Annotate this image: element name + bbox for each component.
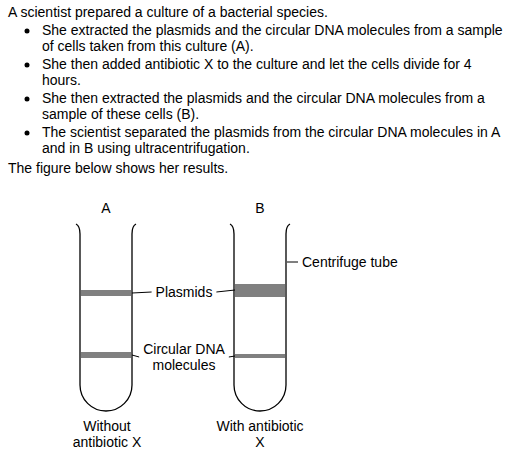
bullet-dot [25,63,30,68]
condition-label: Without antibiotic X [62,418,152,450]
tube-a [76,224,136,411]
condition-label: With antibiotic X [214,418,306,450]
bullet-dot [25,131,30,136]
leader-line [229,356,235,357]
band-label: Circular DNA molecules [140,341,228,373]
tube-letter: B [240,200,280,216]
leader-line [287,262,298,263]
leader-line [216,290,235,292]
plasmid-band [81,290,131,296]
leader-line [132,355,139,357]
bullet-text: She then extracted the plasmids and the … [42,90,510,122]
centrifuge-tube [76,224,136,411]
bullet-dot [25,29,30,34]
bullet-dot [25,97,30,102]
leader-line [132,292,152,293]
circular-dna-band [235,354,285,358]
bullet-text: She extracted the plasmids and the circu… [42,22,510,54]
plasmid-band [235,284,285,297]
intro-text: The figure below shows her results. [8,160,508,176]
bullet-dots [25,29,30,136]
centrifuge-tube [230,224,290,411]
circular-dna-band [81,352,131,358]
bullet-text: The scientist separated the plasmids fro… [42,124,510,156]
band-label: Plasmids [146,284,222,300]
tube-b [230,224,290,411]
tube-letter: A [86,200,126,216]
intro-text: A scientist prepared a culture of a bact… [8,4,508,20]
part-label: Centrifuge tube [302,254,432,270]
bullet-text: She then added antibiotic X to the cultu… [42,56,510,88]
